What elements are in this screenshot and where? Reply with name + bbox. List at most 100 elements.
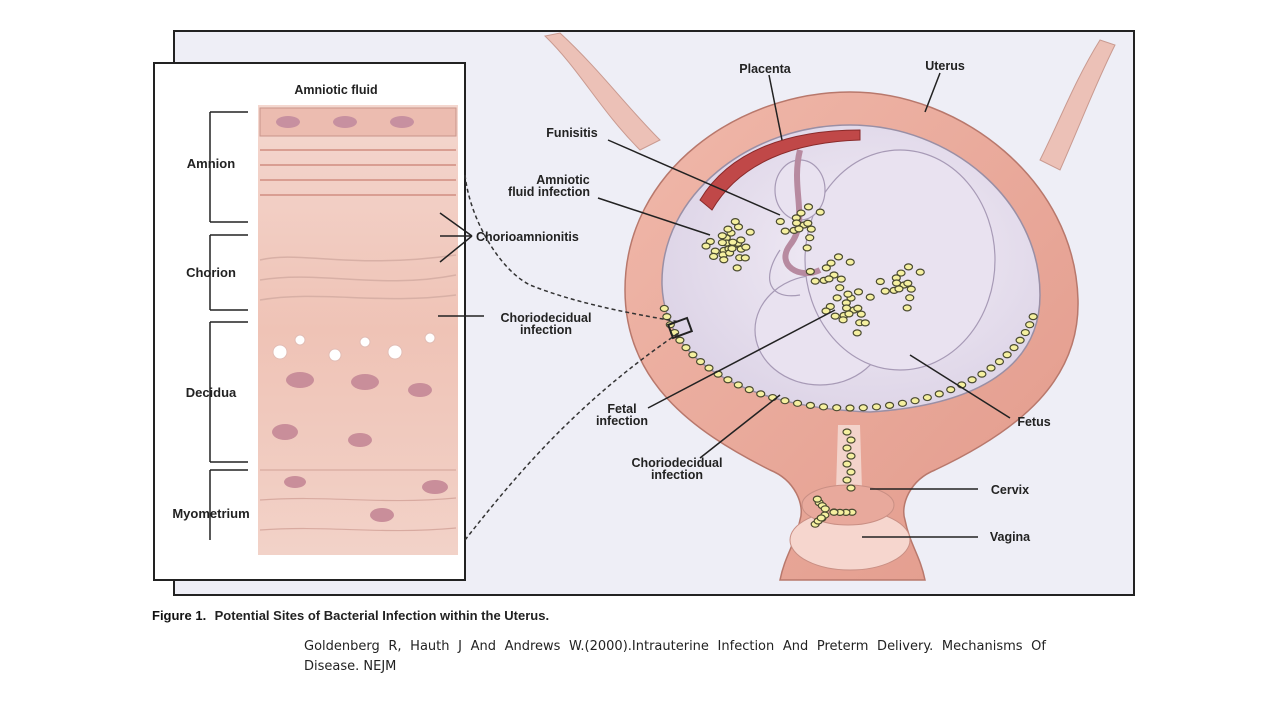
label-chorioamnionitis: Chorioamnionitis: [476, 230, 579, 244]
bacterium-dot: [835, 284, 845, 292]
bacterium-dot: [816, 514, 826, 522]
umbilical-cord: [782, 149, 822, 277]
bacterium-dot: [792, 399, 803, 407]
bacterium-dot: [802, 244, 812, 252]
bacterium-dot: [818, 403, 829, 411]
label-fetal-infection-2: infection: [596, 414, 648, 428]
bacterium-dot: [1009, 344, 1019, 352]
bacterium-dot: [896, 269, 906, 277]
bacterium-dot: [806, 225, 816, 233]
bacterium-dot: [794, 225, 804, 233]
label-amniotic-fluid-infection-1: Amniotic: [536, 173, 590, 187]
zoom-lines: [464, 174, 681, 541]
label-myometrium: Myometrium: [172, 506, 249, 521]
bacterium-dot: [845, 404, 855, 412]
bacterium-dot: [894, 285, 904, 293]
bacterium-dot: [841, 304, 852, 312]
bacterium-dot: [842, 444, 852, 452]
bacterium-dot: [897, 399, 908, 407]
bacterium-dot: [884, 401, 895, 409]
bacterium-dot: [846, 452, 856, 460]
bacterium-dot: [681, 344, 691, 352]
bacterium-dot: [796, 209, 806, 217]
placenta: [699, 129, 861, 211]
bacterium-dot: [846, 468, 856, 476]
caption-text: Potential Sites of Bacterial Infection w…: [215, 608, 549, 623]
bacterium-dot: [736, 236, 746, 244]
bacterium-dot: [740, 254, 750, 262]
label-choriodecidual-bottom-1: Choriodecidual: [632, 456, 723, 470]
bacterium-dot: [905, 294, 915, 302]
bacterium-dot: [745, 228, 755, 236]
bacterium-dot: [688, 351, 698, 359]
bacterium-dot: [744, 386, 754, 394]
bacterium-dot: [994, 357, 1005, 366]
bacterium-dot: [836, 275, 846, 283]
bacterium-dot: [701, 242, 711, 250]
bacterium-dot: [805, 401, 816, 409]
bacterium-dot: [977, 370, 987, 378]
bacterium-dot: [856, 310, 866, 318]
bacterium-dot: [728, 238, 738, 246]
caption-figure-number: Figure 1.: [152, 608, 206, 623]
figure-caption: Figure 1. Potential Sites of Bacterial I…: [152, 607, 549, 624]
bacterium-dot: [843, 290, 853, 298]
bacterium-dot: [880, 287, 890, 295]
bacterium-dot: [810, 277, 820, 285]
bacterium-dot: [846, 436, 856, 444]
uterus-illustration: [543, 32, 1116, 581]
bacterium-dot: [733, 381, 743, 389]
bacterium-dot: [853, 304, 863, 312]
label-chorion: Chorion: [186, 265, 236, 280]
bacterium-dot: [732, 264, 742, 272]
label-amniotic-fluid: Amniotic fluid: [294, 83, 377, 97]
bacterium-dot: [946, 386, 956, 394]
bacterium-dot: [906, 285, 916, 293]
bacterium-dot: [858, 404, 868, 412]
bacterium-dot: [803, 203, 814, 211]
bacterium-dot: [821, 264, 831, 272]
bacterium-dot: [903, 263, 914, 271]
bacterium-dot: [852, 329, 862, 337]
bacterium-dot: [842, 428, 852, 436]
bacterium-dot: [704, 364, 714, 372]
bacterium-dot: [833, 253, 844, 261]
bacterium-dot: [875, 277, 885, 286]
bacterium-dot: [730, 217, 740, 226]
citation: Goldenberg R, Hauth J And Andrews W.(200…: [304, 639, 1046, 674]
label-uterus: Uterus: [925, 59, 965, 73]
label-fetus: Fetus: [1017, 415, 1050, 429]
bacterium-dot: [780, 227, 790, 235]
bacterium-dot: [768, 393, 778, 402]
bacterium-dot: [780, 397, 790, 405]
bacterium-dot: [1028, 313, 1038, 321]
bacterium-dot: [1020, 328, 1030, 337]
bacterium-dot: [723, 376, 733, 384]
label-vagina: Vagina: [990, 530, 1031, 544]
label-choriodecidual-left-2: infection: [520, 323, 572, 337]
bacterium-dot: [865, 293, 875, 301]
bacterium-dot: [717, 232, 727, 240]
bacterium-dot: [815, 208, 825, 216]
bacterium-dot: [803, 219, 813, 227]
bacterium-dot: [842, 460, 852, 468]
label-amnion: Amnion: [187, 156, 235, 171]
bacterium-dot: [826, 259, 836, 267]
bacterium-dot: [719, 256, 729, 264]
bacterium-dot: [805, 267, 815, 276]
layer-brackets: [209, 111, 248, 540]
bacterium-dot: [695, 357, 706, 366]
bacterium-dot: [838, 316, 848, 324]
zoom-box: [666, 316, 694, 340]
bacterium-dot: [832, 404, 842, 412]
label-cervix: Cervix: [991, 483, 1029, 497]
bacterium-dot: [659, 304, 669, 313]
label-choriodecidual-left-1: Choriodecidual: [501, 311, 592, 325]
bacterium-dot: [844, 310, 854, 318]
bacterium-dot: [708, 252, 719, 261]
bacterium-dot: [902, 304, 912, 312]
tissue-layers: [258, 105, 458, 555]
bacterium-dot: [830, 312, 840, 320]
bacterium-dot: [845, 258, 855, 266]
